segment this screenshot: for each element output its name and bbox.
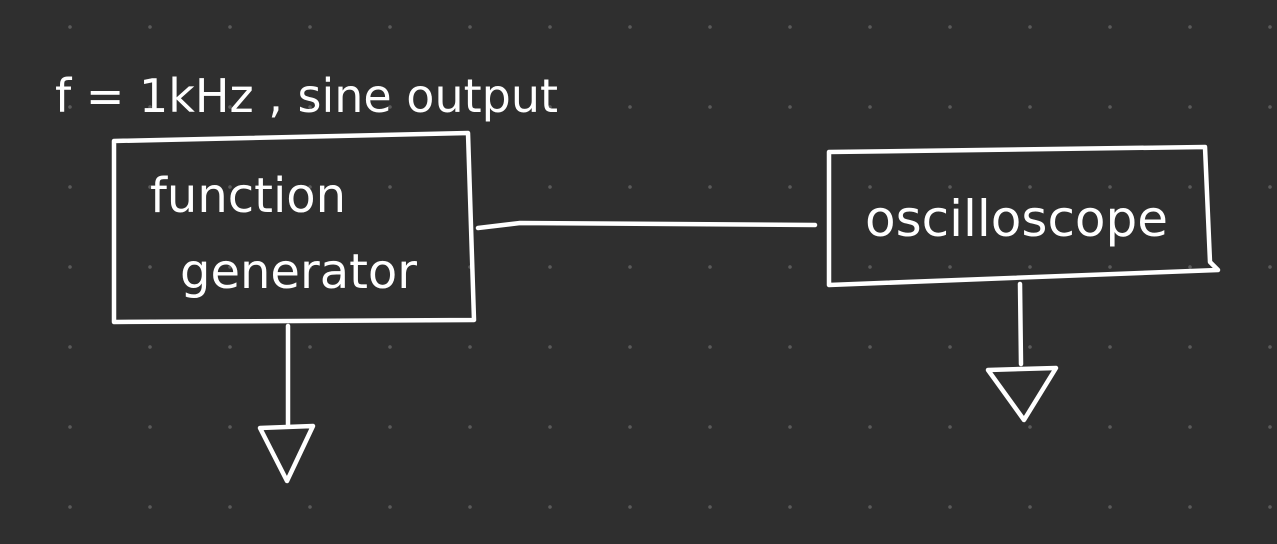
oscilloscope-label: oscilloscope <box>865 190 1168 248</box>
signal-wire <box>475 220 818 231</box>
ground-symbol-icon <box>985 281 1059 423</box>
function-generator-box <box>111 130 477 325</box>
oscilloscope-box <box>826 144 1221 288</box>
function-generator-label-line2: generator <box>180 244 417 300</box>
ground-symbol-icon <box>257 323 316 484</box>
frequency-annotation: f = 1kHz , sine output <box>55 69 558 123</box>
function-generator-label-line1: function <box>150 168 346 224</box>
